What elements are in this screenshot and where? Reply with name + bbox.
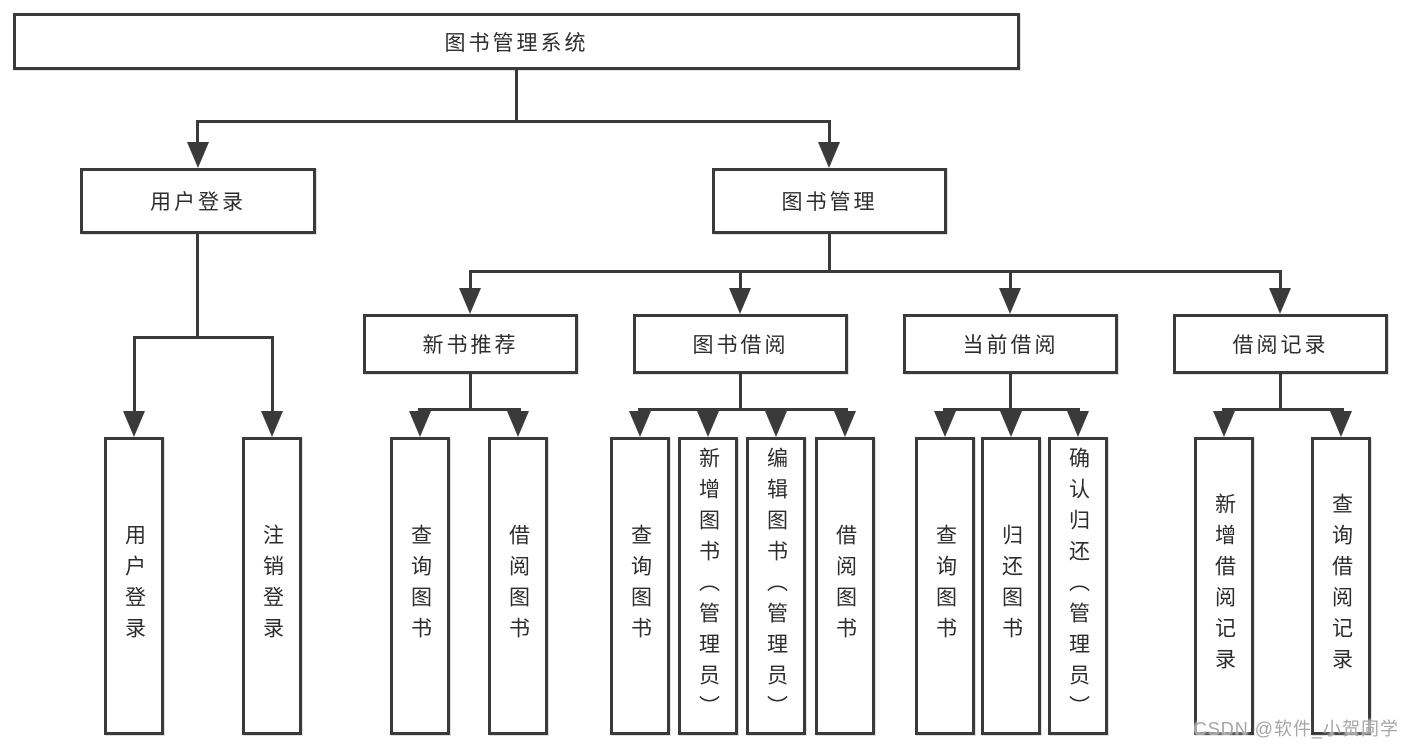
- node-leaf-bb-add-label: 新增图书（管理员）: [696, 446, 720, 726]
- edge-book-borrow-stem: [739, 374, 742, 411]
- edge-level1-bus: [196, 120, 831, 123]
- arrowhead-icon: [629, 411, 651, 437]
- node-leaf-cb-query: 查询图书: [915, 437, 975, 735]
- edge-to-user-login: [196, 120, 199, 146]
- node-leaf-logout: 注销登录: [242, 437, 302, 735]
- arrowhead-icon: [261, 411, 283, 437]
- node-user-login: 用户登录: [80, 168, 316, 234]
- node-leaf-nb-query: 查询图书: [390, 437, 450, 735]
- node-leaf-logout-label: 注销登录: [260, 524, 284, 648]
- arrowhead-icon: [507, 411, 529, 437]
- arrowhead-icon: [834, 411, 856, 437]
- node-user-login-label: 用户登录: [150, 191, 246, 214]
- arrowhead-icon: [697, 411, 719, 437]
- arrowhead-icon: [818, 142, 840, 168]
- node-leaf-bb-query-label: 查询图书: [628, 524, 652, 648]
- node-leaf-user-login: 用户登录: [104, 437, 164, 735]
- node-leaf-nb-query-label: 查询图书: [408, 524, 432, 648]
- edge-root-stem: [515, 70, 518, 121]
- node-root: 图书管理系统: [13, 13, 1020, 70]
- node-leaf-cb-query-label: 查询图书: [933, 524, 957, 648]
- node-leaf-bb-edit-label: 编辑图书（管理员）: [764, 446, 788, 726]
- edge-level2-bus: [469, 270, 1282, 273]
- arrowhead-icon: [459, 288, 481, 314]
- edge-to-logout: [271, 336, 274, 412]
- arrowhead-icon: [1330, 411, 1352, 437]
- node-leaf-bb-borrow: 借阅图书: [815, 437, 875, 735]
- edge-borrow-records-stem: [1279, 374, 1282, 411]
- node-leaf-bb-edit: 编辑图书（管理员）: [746, 437, 806, 735]
- arrowhead-icon: [1067, 411, 1089, 437]
- edge-current-borrow-bus: [943, 408, 1080, 411]
- edge-user-login-stem: [196, 234, 199, 336]
- arrowhead-icon: [1269, 288, 1291, 314]
- arrowhead-icon: [187, 142, 209, 168]
- arrowhead-icon: [765, 411, 787, 437]
- arrowhead-icon: [934, 411, 956, 437]
- node-book-management-label: 图书管理: [781, 191, 878, 214]
- edge-to-new-books: [469, 270, 472, 290]
- node-current-borrow: 当前借阅: [903, 314, 1118, 374]
- node-book-borrow: 图书借阅: [633, 314, 848, 374]
- edge-book-management-stem: [828, 234, 831, 271]
- node-borrow-records-label: 借阅记录: [1232, 334, 1329, 357]
- arrowhead-icon: [1000, 411, 1022, 437]
- node-leaf-user-login-label: 用户登录: [122, 524, 146, 648]
- edge-user-login-bus: [133, 336, 274, 339]
- edge-new-books-stem: [469, 374, 472, 411]
- edge-current-borrow-stem: [1009, 374, 1012, 411]
- node-leaf-bb-query: 查询图书: [610, 437, 670, 735]
- node-leaf-br-add: 新增借阅记录: [1194, 437, 1254, 735]
- node-new-books-label: 新书推荐: [422, 334, 519, 357]
- node-book-management: 图书管理: [712, 168, 947, 234]
- node-leaf-br-add-label: 新增借阅记录: [1212, 493, 1236, 679]
- node-book-borrow-label: 图书借阅: [692, 334, 789, 357]
- arrowhead-icon: [1213, 411, 1235, 437]
- node-leaf-nb-borrow: 借阅图书: [488, 437, 548, 735]
- edge-book-borrow-bus: [638, 408, 848, 411]
- arrowhead-icon: [729, 288, 751, 314]
- edge-to-book-borrow: [739, 270, 742, 290]
- edge-to-borrow-records: [1279, 270, 1282, 290]
- csdn-watermark: CSDN @软件_小贺同学: [1193, 719, 1399, 739]
- edge-to-current-borrow: [1009, 270, 1012, 290]
- node-leaf-cb-return-label: 归还图书: [999, 524, 1023, 648]
- arrowhead-icon: [999, 288, 1021, 314]
- node-borrow-records: 借阅记录: [1173, 314, 1388, 374]
- node-leaf-bb-add: 新增图书（管理员）: [678, 437, 738, 735]
- node-leaf-cb-return: 归还图书: [981, 437, 1041, 735]
- node-root-label: 图书管理系统: [444, 31, 589, 55]
- edge-new-books-bus: [418, 408, 521, 411]
- node-leaf-cb-confirm: 确认归还（管理员）: [1048, 437, 1108, 735]
- node-leaf-br-query-label: 查询借阅记录: [1329, 493, 1353, 679]
- arrowhead-icon: [123, 411, 145, 437]
- node-leaf-nb-borrow-label: 借阅图书: [506, 524, 530, 648]
- node-current-borrow-label: 当前借阅: [962, 334, 1059, 357]
- edge-borrow-records-bus: [1222, 408, 1344, 411]
- edge-to-book-management: [828, 120, 831, 146]
- arrowhead-icon: [409, 411, 431, 437]
- node-leaf-br-query: 查询借阅记录: [1311, 437, 1371, 735]
- node-leaf-bb-borrow-label: 借阅图书: [833, 524, 857, 648]
- node-new-books: 新书推荐: [363, 314, 578, 374]
- edge-to-login: [133, 336, 136, 412]
- node-leaf-cb-confirm-label: 确认归还（管理员）: [1066, 446, 1090, 726]
